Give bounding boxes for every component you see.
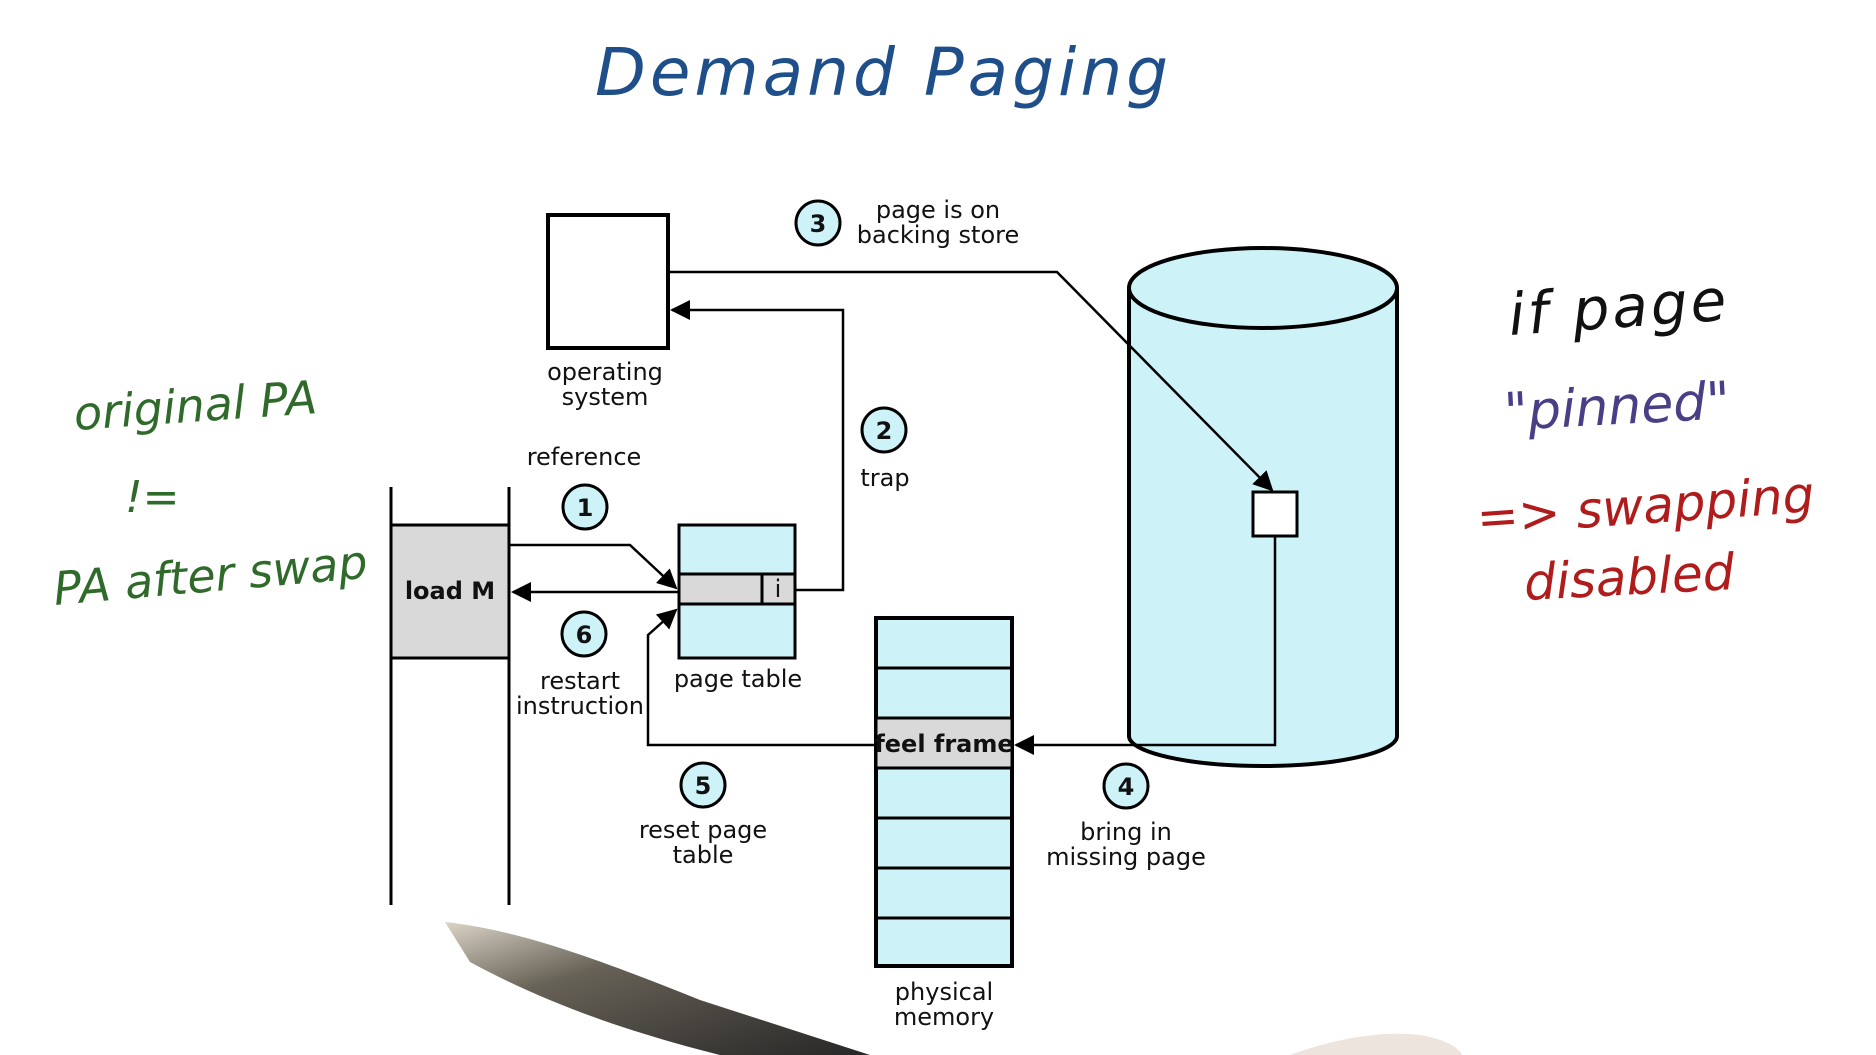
free-frame-label: feel frame bbox=[874, 730, 1013, 758]
arrow-reference bbox=[509, 543, 678, 590]
arrow-reset-page-table bbox=[646, 608, 876, 747]
pen-tip bbox=[445, 922, 870, 1055]
reset-label-2: table bbox=[673, 841, 734, 869]
page-table-label: page table bbox=[674, 665, 802, 693]
free-frame bbox=[874, 716, 1014, 770]
step-6-number: 6 bbox=[576, 621, 593, 649]
reference-label: reference bbox=[527, 443, 642, 471]
page-title: Demand Paging bbox=[595, 34, 1172, 111]
step-4-circle bbox=[1102, 762, 1150, 810]
step-1-circle bbox=[561, 483, 609, 531]
physical-memory bbox=[874, 616, 1014, 968]
restart-label-2: instruction bbox=[516, 692, 644, 720]
step-2-circle bbox=[860, 406, 908, 454]
bring-in-label-1: bring in bbox=[1080, 818, 1172, 846]
bring-in-label-2: missing page bbox=[1046, 843, 1206, 871]
step-6-circle bbox=[560, 610, 608, 658]
step-4-number: 4 bbox=[1118, 773, 1135, 801]
left-note-line2: != bbox=[125, 472, 180, 523]
arrow-bring-in-page bbox=[1014, 536, 1277, 755]
backing-store-label-2: backing store bbox=[857, 221, 1019, 249]
step-5-number: 5 bbox=[695, 772, 712, 800]
arrow-backing-store bbox=[668, 270, 1274, 492]
os-label-2: system bbox=[562, 383, 649, 411]
page-table-entry bbox=[677, 572, 797, 606]
arrow-trap bbox=[670, 300, 845, 592]
physical-memory-label-1: physical bbox=[895, 978, 993, 1006]
right-note-line4: disabled bbox=[1523, 543, 1736, 612]
operating-system-box bbox=[546, 213, 670, 350]
step-1-number: 1 bbox=[577, 494, 594, 522]
right-note-line1: if page bbox=[1506, 266, 1731, 349]
step-5-circle bbox=[679, 761, 727, 809]
restart-label-1: restart bbox=[540, 667, 620, 695]
page-table-valid-bit: i bbox=[775, 575, 782, 603]
load-instruction-label: load M bbox=[405, 577, 495, 605]
right-note-line2: "pinned" bbox=[1503, 371, 1732, 443]
step-2-number: 2 bbox=[876, 417, 893, 445]
trap-label: trap bbox=[860, 464, 909, 492]
physical-memory-label-2: memory bbox=[894, 1003, 994, 1031]
reset-label-1: reset page bbox=[639, 816, 767, 844]
load-instruction-box bbox=[389, 523, 511, 660]
step-3-number: 3 bbox=[810, 210, 827, 238]
step-3-circle bbox=[794, 199, 842, 247]
page-on-disk bbox=[1251, 490, 1299, 538]
os-label-1: operating bbox=[547, 358, 663, 386]
hand-shadow bbox=[1290, 1033, 1462, 1055]
right-note-line3: => swapping bbox=[1475, 466, 1816, 547]
backing-store-label-1: page is on bbox=[876, 196, 1000, 224]
left-note-line1: original PA bbox=[72, 370, 319, 441]
left-note-line3: PA after swap bbox=[51, 535, 369, 616]
